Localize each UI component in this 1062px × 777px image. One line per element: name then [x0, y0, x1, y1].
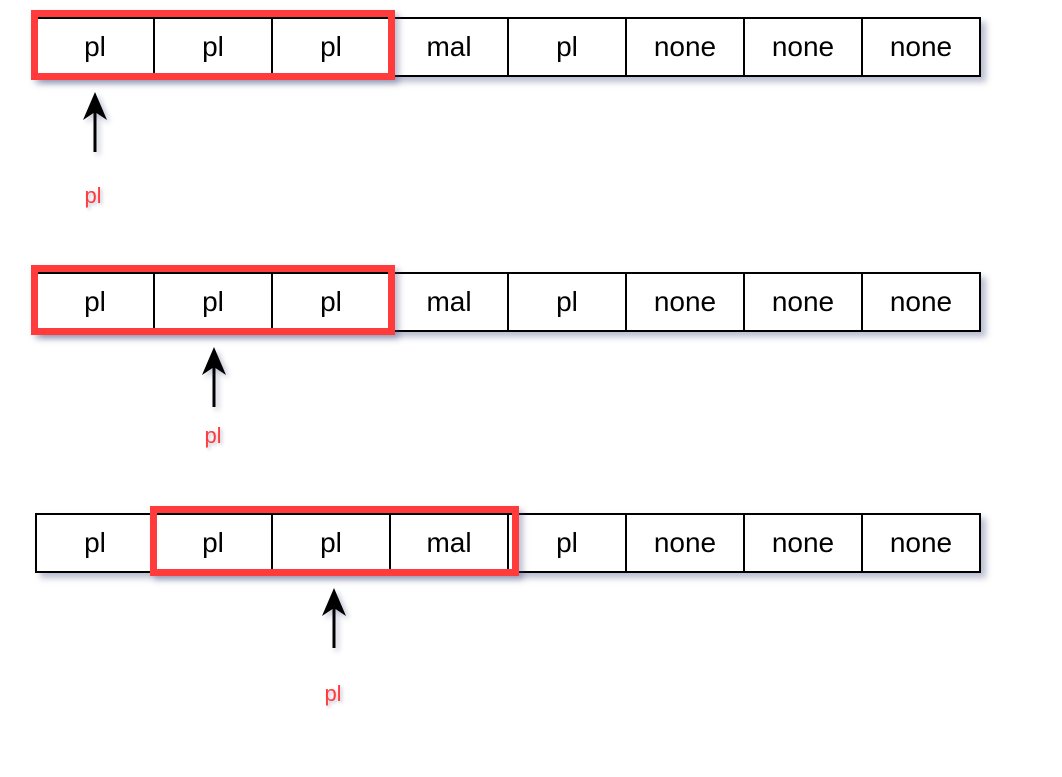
array-cell: none: [625, 17, 745, 77]
array-cells: pl pl pl mal pl none none none: [35, 272, 981, 332]
array-row-3: pl pl pl mal pl none none none: [35, 506, 995, 576]
array-cell: pl: [271, 513, 391, 573]
array-cell: pl: [507, 272, 627, 332]
array-cell: none: [625, 272, 745, 332]
array-cell: none: [743, 272, 863, 332]
array-cell: pl: [271, 17, 391, 77]
array-cell: none: [861, 272, 981, 332]
window-highlight: [31, 10, 395, 80]
window-highlight: [31, 265, 395, 335]
array-cell: pl: [35, 513, 155, 573]
array-cell: mal: [389, 17, 509, 77]
window-highlight: [150, 506, 519, 576]
array-cell: none: [625, 513, 745, 573]
pointer-label: pl: [204, 423, 222, 448]
array-cell: pl: [507, 513, 627, 573]
pointer-arrow-icon: [314, 586, 354, 650]
pointer-label: pl: [324, 681, 342, 706]
array-cell: pl: [35, 272, 155, 332]
array-cell: mal: [389, 272, 509, 332]
array-cell: none: [861, 17, 981, 77]
array-cell: none: [861, 513, 981, 573]
array-row-1: pl pl pl mal pl none none none: [31, 10, 995, 80]
pointer-label: pl: [84, 183, 102, 208]
pointer-arrow-icon: [75, 90, 115, 154]
array-cell: none: [743, 17, 863, 77]
array-row-2: pl pl pl mal pl none none none: [31, 265, 995, 335]
array-cell: mal: [389, 513, 509, 573]
array-cells: pl pl pl mal pl none none none: [35, 513, 981, 573]
array-cell: pl: [35, 17, 155, 77]
array-cell: none: [743, 513, 863, 573]
pointer-arrow-icon: [194, 345, 234, 409]
array-cell: pl: [507, 17, 627, 77]
array-cells: pl pl pl mal pl none none none: [35, 17, 981, 77]
